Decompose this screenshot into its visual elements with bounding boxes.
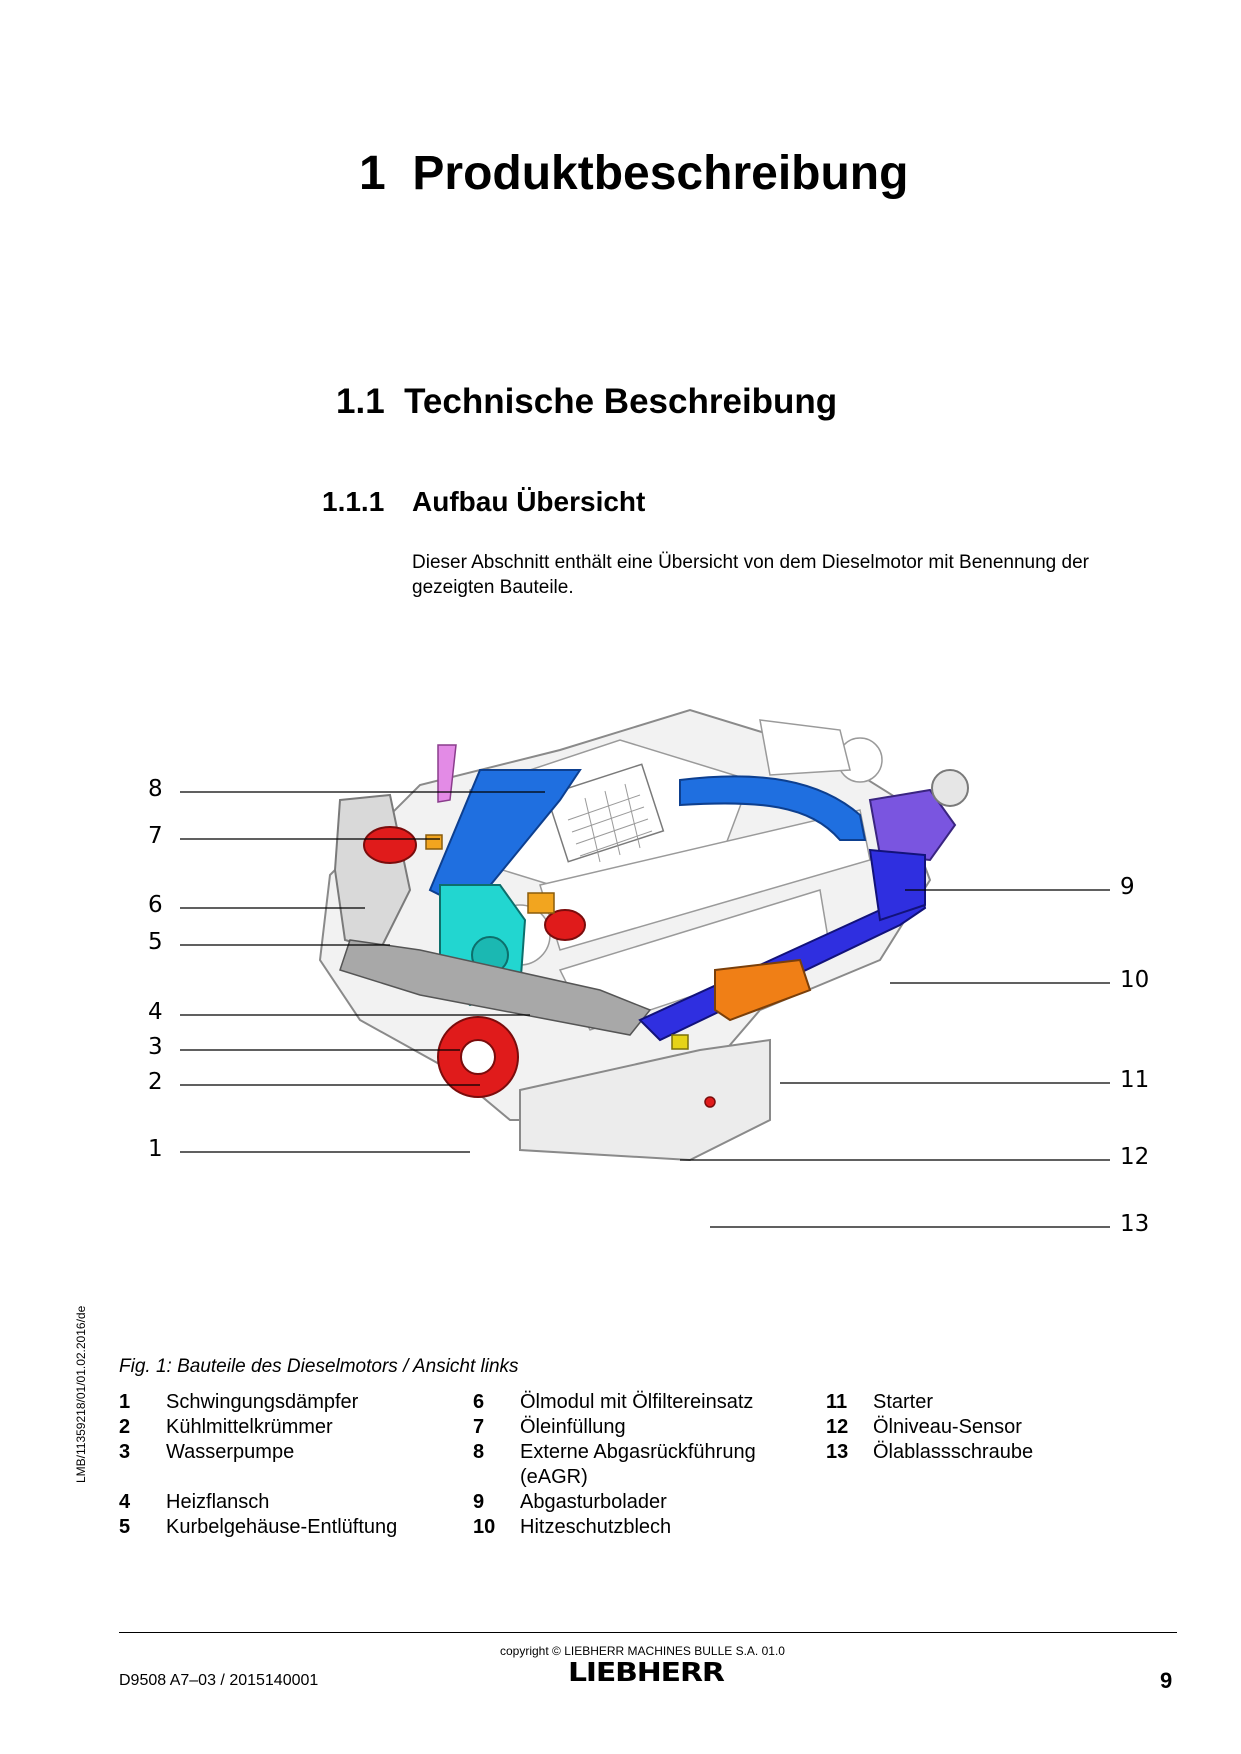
callout-13: 13 xyxy=(1120,1211,1150,1237)
legend-label: Hitzeschutzblech xyxy=(520,1516,672,1538)
subsection-title: Aufbau Übersicht xyxy=(412,486,646,517)
section-title: Technische Beschreibung xyxy=(404,382,838,421)
engine-illustration xyxy=(180,708,1110,1228)
footer-copyright: copyright © LIEBHERR MACHINES BULLE S.A.… xyxy=(500,1644,785,1658)
footer-doc-id: D9508 A7–03 / 2015140001 xyxy=(119,1672,319,1689)
chapter-heading: 1 Produktbeschreibung xyxy=(359,146,908,201)
legend-label: Schwingungsdämpfer xyxy=(166,1391,359,1413)
callout-2: 2 xyxy=(148,1069,163,1095)
figure-caption: Fig. 1: Bauteile des Dieselmotors / Ansi… xyxy=(119,1356,519,1377)
legend-label: Externe Abgasrückführung xyxy=(520,1441,756,1463)
legend-number: 5 xyxy=(119,1516,131,1538)
legend-number: 9 xyxy=(473,1491,485,1513)
callout-7: 7 xyxy=(148,823,163,849)
legend-label: Starter xyxy=(873,1391,934,1413)
legend-number: 3 xyxy=(119,1441,131,1463)
legend-label: Ölmodul mit Ölfiltereinsatz xyxy=(520,1391,754,1413)
legend-number: 13 xyxy=(826,1441,849,1463)
callout-5: 5 xyxy=(148,929,163,955)
engine-figure: 8 7 6 5 4 3 2 1 9 10 11 12 13 xyxy=(0,690,1241,1260)
callout-10: 10 xyxy=(1120,967,1150,993)
callout-12: 12 xyxy=(1120,1144,1150,1170)
legend-number: 1 xyxy=(119,1391,131,1413)
legend-number: 12 xyxy=(826,1416,849,1438)
page-number: 9 xyxy=(1160,1668,1173,1693)
callout-4: 4 xyxy=(148,999,163,1025)
footer-divider xyxy=(119,1632,1177,1633)
legend-label: Kurbelgehäuse-Entlüftung xyxy=(166,1516,398,1538)
legend-label: Kühlmittelkrümmer xyxy=(166,1416,333,1438)
legend-label: Ölniveau-Sensor xyxy=(873,1416,1022,1438)
callout-8: 8 xyxy=(148,776,163,802)
legend-label: Abgasturbolader xyxy=(520,1491,667,1513)
legend-label-continuation: (eAGR) xyxy=(520,1466,588,1488)
intro-paragraph: Dieser Abschnitt enthält eine Übersicht … xyxy=(412,552,1089,598)
callout-9: 9 xyxy=(1120,874,1135,900)
legend-label: Heizflansch xyxy=(166,1491,270,1513)
legend-label: Wasserpumpe xyxy=(166,1441,295,1463)
callout-11: 11 xyxy=(1120,1067,1150,1093)
chapter-number: 1 xyxy=(359,147,386,200)
legend-label: Öleinfüllung xyxy=(520,1416,626,1438)
callout-1: 1 xyxy=(148,1136,163,1162)
legend-number: 4 xyxy=(119,1491,131,1513)
legend-number: 6 xyxy=(473,1391,485,1413)
section-number: 1.1 xyxy=(336,382,385,421)
legend-number: 7 xyxy=(473,1416,485,1438)
subsection-number: 1.1.1 xyxy=(322,486,385,517)
legend-number: 2 xyxy=(119,1416,131,1438)
liebherr-logo: LIEBHERR xyxy=(568,1658,725,1688)
legend-number: 11 xyxy=(826,1391,848,1413)
legend-label: Ölablassschraube xyxy=(873,1441,1034,1463)
callout-6: 6 xyxy=(148,892,163,918)
chapter-title: Produktbeschreibung xyxy=(412,147,909,200)
legend-number: 10 xyxy=(473,1516,496,1538)
legend-number: 8 xyxy=(473,1441,485,1463)
side-document-code: LMB/11359218/01/01.02.2016/de xyxy=(74,1305,88,1483)
callout-3: 3 xyxy=(148,1034,163,1060)
section-heading: 1.1 Technische Beschreibung xyxy=(336,382,837,422)
